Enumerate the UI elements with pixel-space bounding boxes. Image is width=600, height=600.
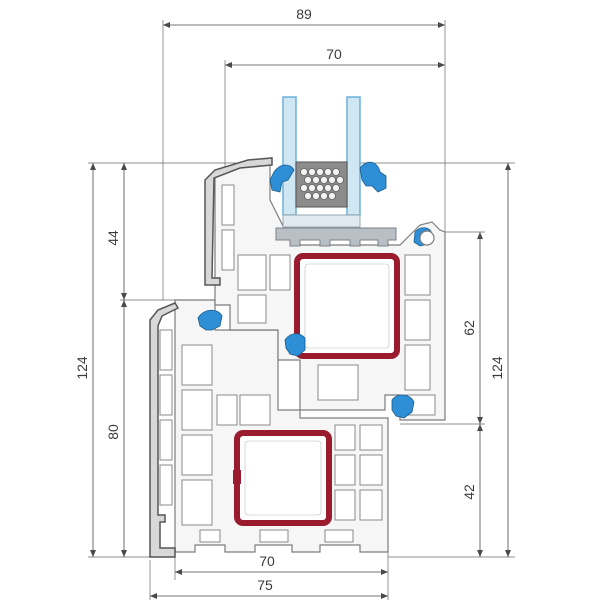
dim-label-bottom-overall: 75 [257,577,273,593]
gasket-sash-outer-icon [197,309,223,331]
dim-label-left-total: 124 [74,356,90,380]
sash-nose [419,230,435,246]
dim-label-left-lower: 80 [105,424,121,440]
gasket-glazing-inner-icon [359,161,387,193]
glass-pane-inner [346,96,361,216]
dim-label-right-total: 124 [489,356,505,380]
aluminium-cover-lower [149,302,180,558]
gasket-sash-inner-icon [391,394,415,419]
frame-chambers [181,344,383,543]
dim-label-right-lower: 42 [461,484,477,500]
desiccant-spacer [295,161,348,208]
gasket-middle-icon [284,333,306,357]
glazing-bed [282,214,361,228]
glazing-support [275,227,397,247]
dim-label-bottom-frame: 70 [259,553,275,569]
dim-label-left-upper: 44 [105,230,121,246]
gasket-glazing-outer-icon [269,164,295,193]
frame-profile [174,299,389,553]
glass-pane-outer [282,96,297,216]
dim-label-top-glazing: 70 [326,46,342,62]
window-profile [149,96,446,558]
dim-label-right-upper: 62 [461,320,477,336]
sash-chambers [221,184,436,416]
dim-label-top-overall: 89 [296,6,312,22]
dimension-labels: 89 70 124 44 80 124 62 42 70 75 [74,6,505,593]
aluminium-cover-upper [204,157,273,286]
cover-lower-chambers [159,329,173,506]
